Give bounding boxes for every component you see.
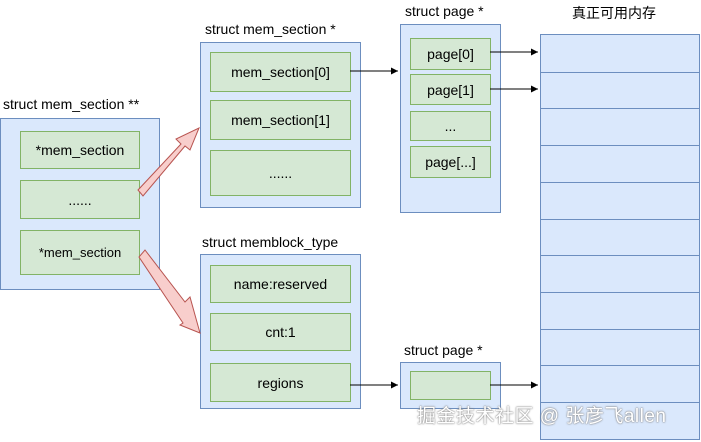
memory-row bbox=[541, 402, 699, 438]
page-bottom-cell bbox=[410, 371, 491, 400]
pp-section-cell: ...... bbox=[20, 180, 140, 219]
memory-row bbox=[541, 255, 699, 291]
physical-memory-label: 真正可用内存 bbox=[572, 5, 656, 21]
watermark: 掘金技术社区 @ 张彦飞allen bbox=[417, 406, 667, 427]
memblock-panel: name:reserved cnt:1 regions bbox=[200, 254, 361, 409]
page-panel-bottom bbox=[400, 362, 501, 409]
page-bottom-label: struct page * bbox=[404, 342, 483, 358]
pp-section-cell: *mem_section bbox=[20, 230, 140, 275]
page-cell: page[...] bbox=[410, 146, 491, 178]
memblock-label: struct memblock_type bbox=[202, 234, 339, 250]
pp-section-panel: *mem_section ...... *mem_section bbox=[0, 118, 160, 290]
p-section-panel: mem_section[0] mem_section[1] ...... bbox=[200, 42, 361, 208]
page-panel-top: page[0] page[1] ... page[...] bbox=[400, 24, 501, 213]
page-cell: page[0] bbox=[410, 38, 491, 70]
memblock-cell: cnt:1 bbox=[210, 313, 351, 351]
p-section-cell: mem_section[1] bbox=[210, 100, 351, 140]
memory-row bbox=[541, 71, 699, 108]
p-section-cell: ...... bbox=[210, 150, 351, 196]
memory-row bbox=[541, 291, 699, 328]
page-cell: page[1] bbox=[410, 74, 491, 105]
memory-row bbox=[541, 328, 699, 365]
page-cell: ... bbox=[410, 111, 491, 141]
memory-row bbox=[541, 108, 699, 144]
memory-row bbox=[541, 145, 699, 181]
p-section-cell: mem_section[0] bbox=[210, 52, 351, 92]
page-top-label: struct page * bbox=[405, 3, 484, 19]
pp-section-label: struct mem_section ** bbox=[3, 96, 140, 112]
memory-row bbox=[541, 218, 699, 255]
memory-row bbox=[541, 365, 699, 401]
memblock-cell: name:reserved bbox=[210, 265, 351, 303]
physical-memory-column bbox=[540, 34, 700, 440]
p-section-label: struct mem_section * bbox=[205, 21, 336, 37]
memblock-cell: regions bbox=[210, 363, 351, 402]
pp-section-cell: *mem_section bbox=[20, 131, 140, 169]
memory-row bbox=[541, 181, 699, 218]
